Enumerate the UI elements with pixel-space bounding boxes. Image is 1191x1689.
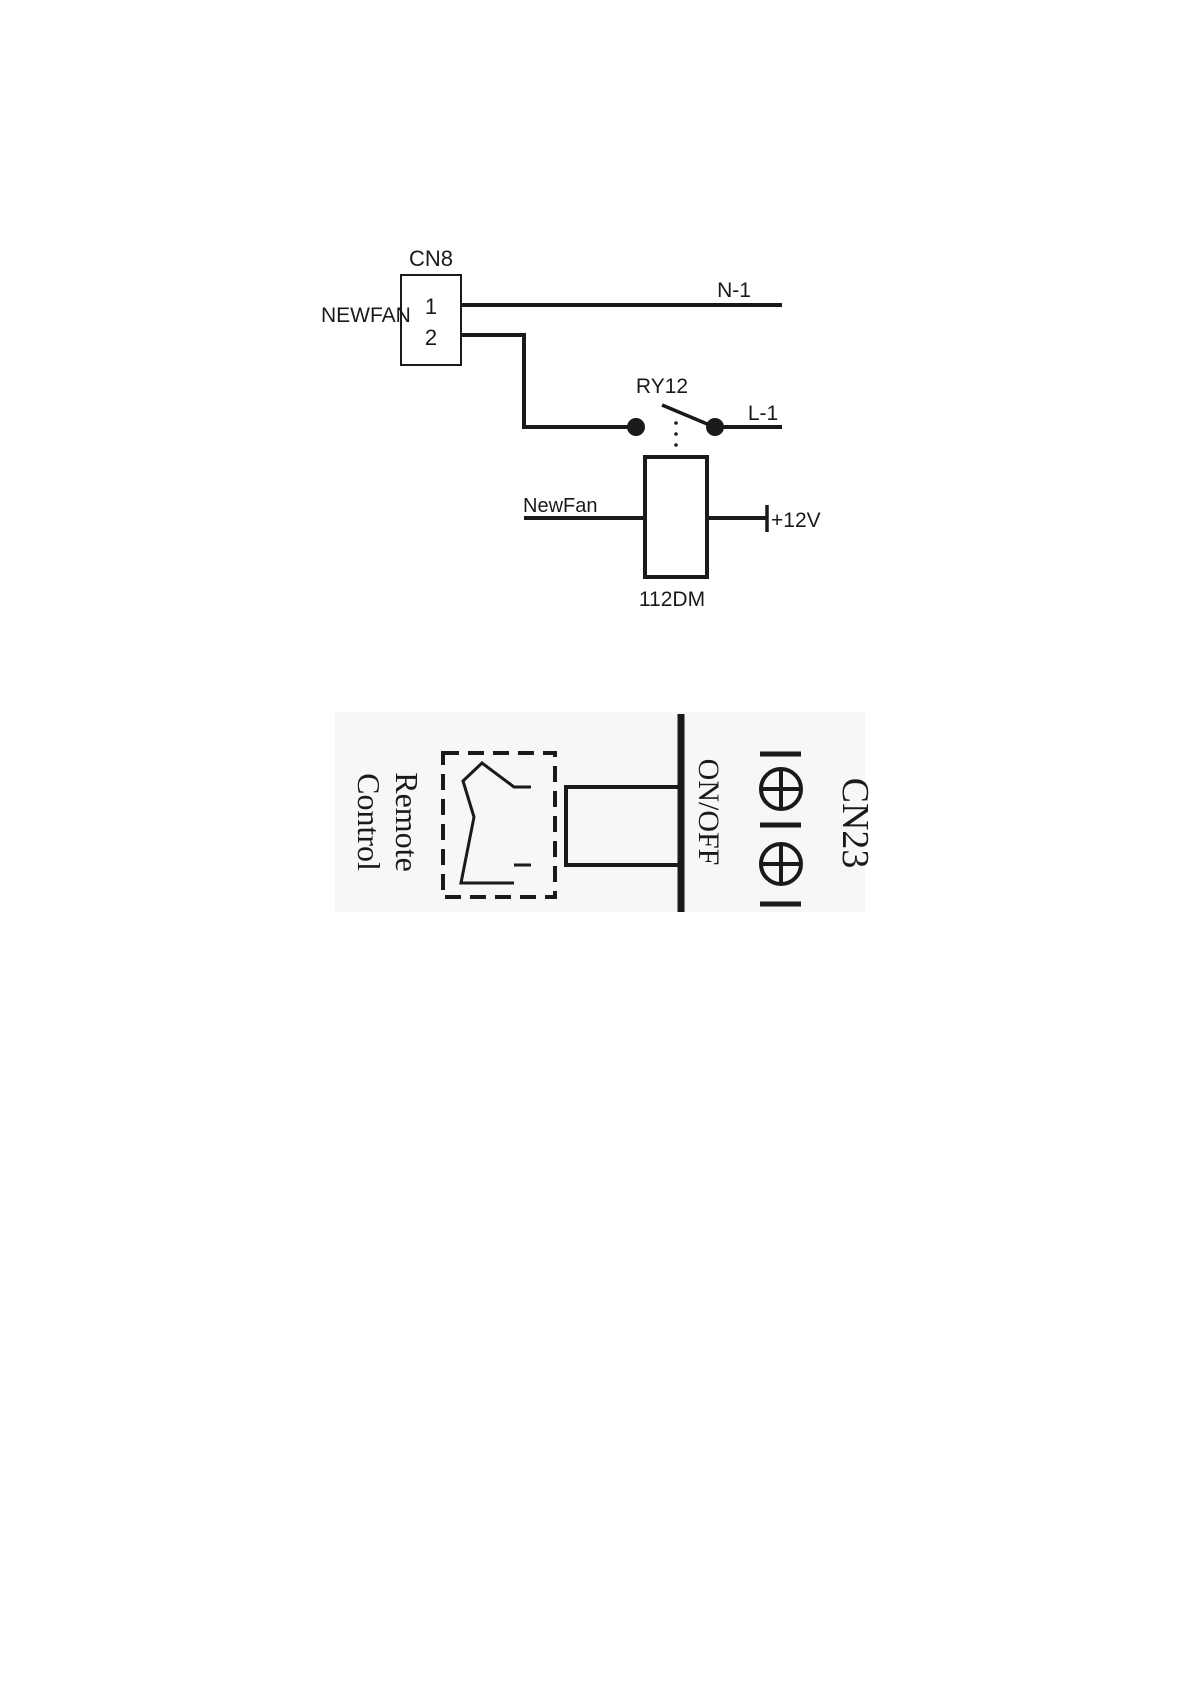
newfan-coil-label: NewFan (523, 495, 597, 517)
control-label: Control (351, 773, 387, 871)
relay-linkage (674, 421, 678, 447)
terminal-screw-icon (761, 769, 801, 809)
cn8-pin2-label: 2 (425, 325, 437, 350)
l1-label: L-1 (748, 402, 778, 425)
cn8-pin1-label: 1 (425, 294, 437, 319)
cn23-label: CN23 (834, 778, 876, 869)
terminal-screw-icon (761, 844, 801, 884)
cn8-label: CN8 (409, 246, 453, 271)
relay-coil (645, 457, 707, 577)
onoff-label: ON/OFF (692, 759, 725, 866)
cn23-remote-diagram: ON/OFF CN23 Remote Control (335, 712, 876, 912)
newfan-side-label: NEWFAN (321, 304, 411, 327)
n1-label: N-1 (717, 279, 751, 302)
remote-label: Remote (389, 772, 425, 872)
ry12-label: RY12 (636, 375, 688, 398)
relay-contact-left (627, 418, 645, 436)
relay-switch-arm (662, 405, 712, 426)
newfan-wiring-diagram: CN8 NEWFAN 1 2 N-1 RY12 L-1 (321, 246, 821, 611)
pin2-wire (461, 335, 636, 427)
relay-part-label: 112DM (639, 588, 705, 611)
supply-12v-label: +12V (771, 509, 821, 532)
